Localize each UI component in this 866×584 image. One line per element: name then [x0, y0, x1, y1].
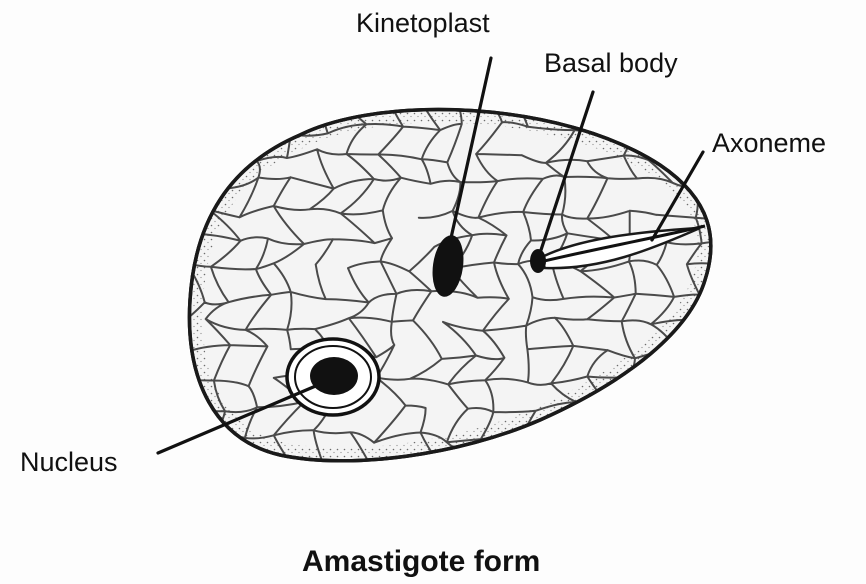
basal-body [530, 249, 546, 273]
basal-body-label: Basal body [544, 48, 678, 78]
axoneme-label: Axoneme [712, 128, 826, 158]
nucleus-label: Nucleus [20, 447, 118, 477]
karyosome [310, 357, 358, 395]
kinetoplast-label: Kinetoplast [356, 8, 490, 38]
figure-caption: Amastigote form [302, 545, 540, 578]
